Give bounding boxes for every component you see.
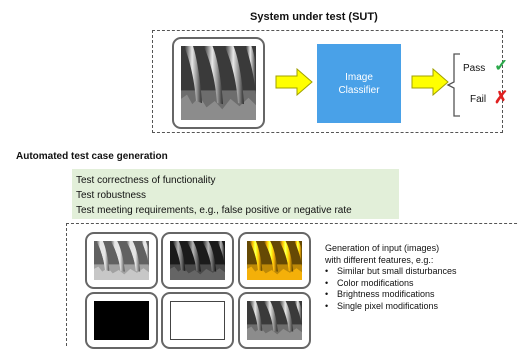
test-goals-box: Test correctness of functionality Test r… <box>72 169 399 219</box>
feature-item: Brightness modifications <box>325 289 457 301</box>
variant-black-image <box>85 292 158 349</box>
description-line: with different features, e.g.: <box>325 254 434 265</box>
sut-title: System under test (SUT) <box>250 11 378 23</box>
classifier-label-line1: Image <box>345 71 373 83</box>
arrow-to-result <box>411 68 449 96</box>
classifier-label-line2: Classifier <box>338 84 380 96</box>
result-brace <box>446 53 460 117</box>
variant-white-image <box>161 292 234 349</box>
checkmark-icon: ✓ <box>494 56 509 75</box>
feature-list: Similar but small disturbances Color mod… <box>325 266 457 312</box>
sut-container <box>152 30 503 133</box>
goal-item: Test meeting requirements, e.g., false p… <box>76 205 352 216</box>
goal-item: Test correctness of functionality <box>76 175 216 186</box>
generation-container <box>66 223 518 346</box>
feature-item: Color modifications <box>325 278 457 290</box>
generation-description: Generation of input (images) with differ… <box>325 243 457 312</box>
fail-label: Fail <box>470 94 487 105</box>
description-line: Generation of input (images) <box>325 243 440 253</box>
goal-item: Test robustness <box>76 190 147 201</box>
feature-item: Similar but small disturbances <box>325 266 457 278</box>
feature-item: Single pixel modifications <box>325 301 457 313</box>
cross-icon: ✗ <box>494 88 509 107</box>
variant-original-image <box>238 292 311 349</box>
image-classifier-box: Image Classifier <box>317 44 401 123</box>
variant-light-image <box>85 232 158 289</box>
generation-title: Automated test case generation <box>16 151 168 162</box>
sut-input-image <box>172 37 265 129</box>
pass-label: Pass <box>463 63 486 74</box>
variant-yellow-image <box>238 232 311 289</box>
arrow-to-classifier <box>275 68 313 96</box>
variant-dark-image <box>161 232 234 289</box>
